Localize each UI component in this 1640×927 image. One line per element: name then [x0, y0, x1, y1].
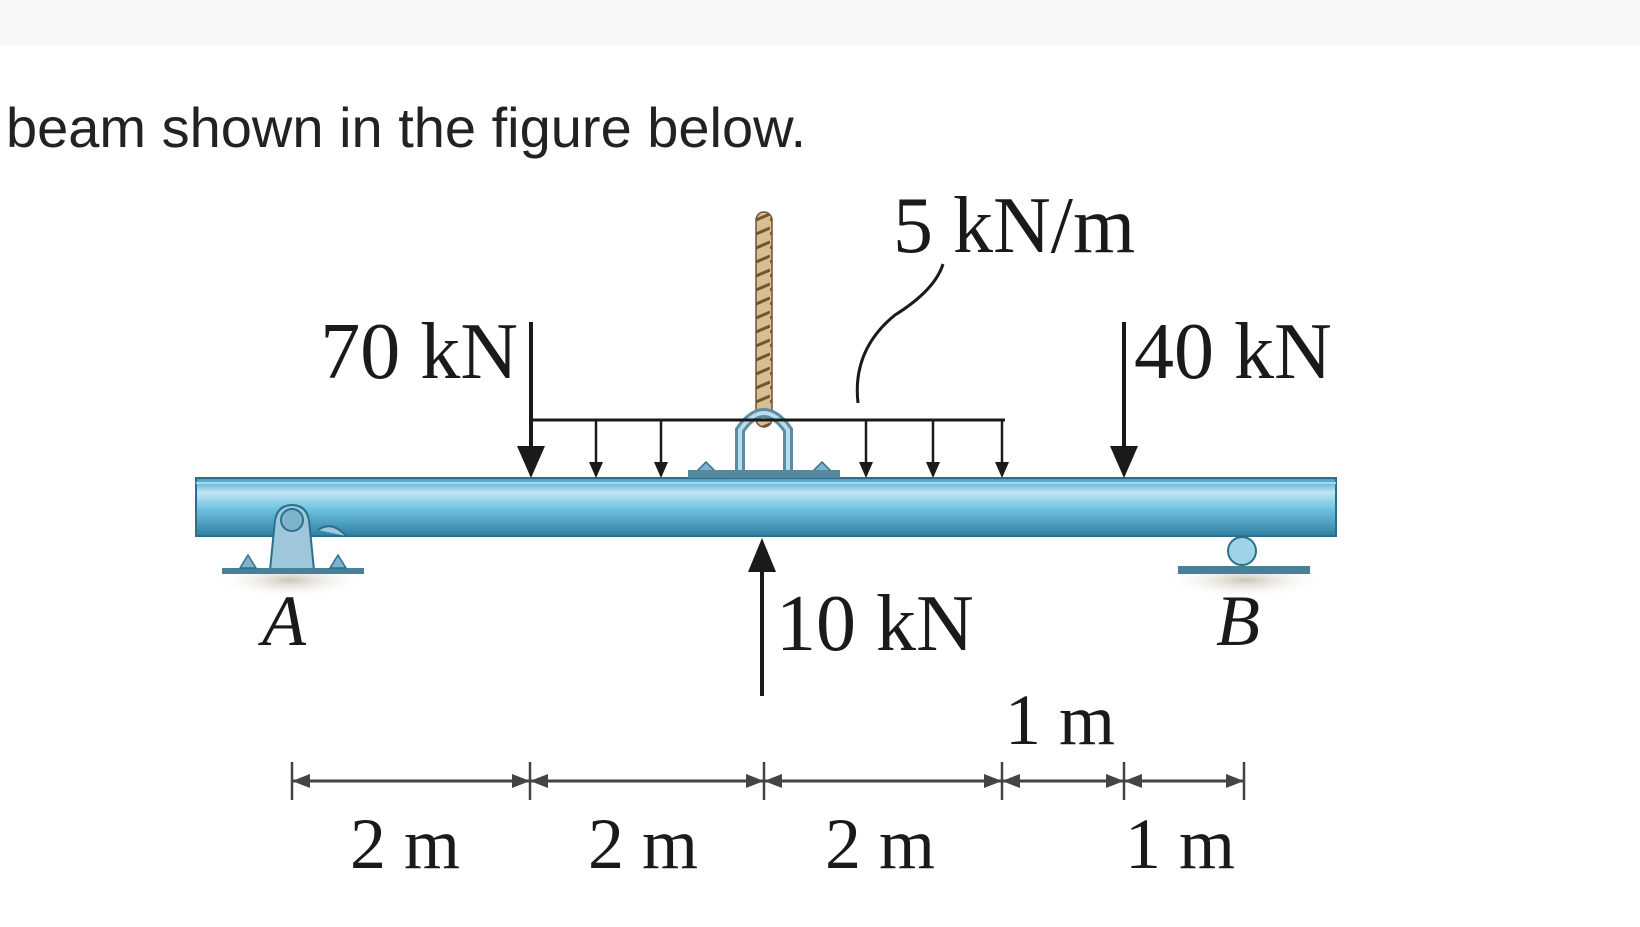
question-text: beam shown in the figure below.	[6, 96, 807, 159]
dim-label-seg5: 1 m	[1125, 804, 1235, 884]
dim-label-seg1: 2 m	[350, 804, 460, 884]
dim-label-seg4: 1 m	[1005, 680, 1115, 760]
rope-shackle	[688, 211, 840, 479]
support-b-label: B	[1216, 581, 1260, 661]
upward-load-10kn-label: 10 kN	[776, 580, 974, 668]
point-load-70kn	[517, 322, 545, 478]
top-bar	[0, 0, 1640, 46]
point-load-40kn-label: 40 kN	[1134, 308, 1332, 396]
point-load-40kn	[1110, 322, 1138, 478]
dim-label-seg2: 2 m	[588, 804, 698, 884]
distributed-load	[530, 418, 1009, 478]
beam	[195, 477, 1337, 537]
dim-label-seg3: 2 m	[825, 804, 935, 884]
distributed-load-leader	[855, 263, 945, 404]
upward-load-10kn	[748, 538, 776, 696]
distributed-load-label: 5 kN/m	[893, 182, 1135, 270]
roller-support-b	[1178, 536, 1310, 574]
point-load-70kn-label: 70 kN	[320, 308, 518, 396]
pin-support-a	[222, 503, 364, 574]
support-a-label: A	[258, 581, 307, 661]
dimension-line	[290, 762, 1246, 800]
